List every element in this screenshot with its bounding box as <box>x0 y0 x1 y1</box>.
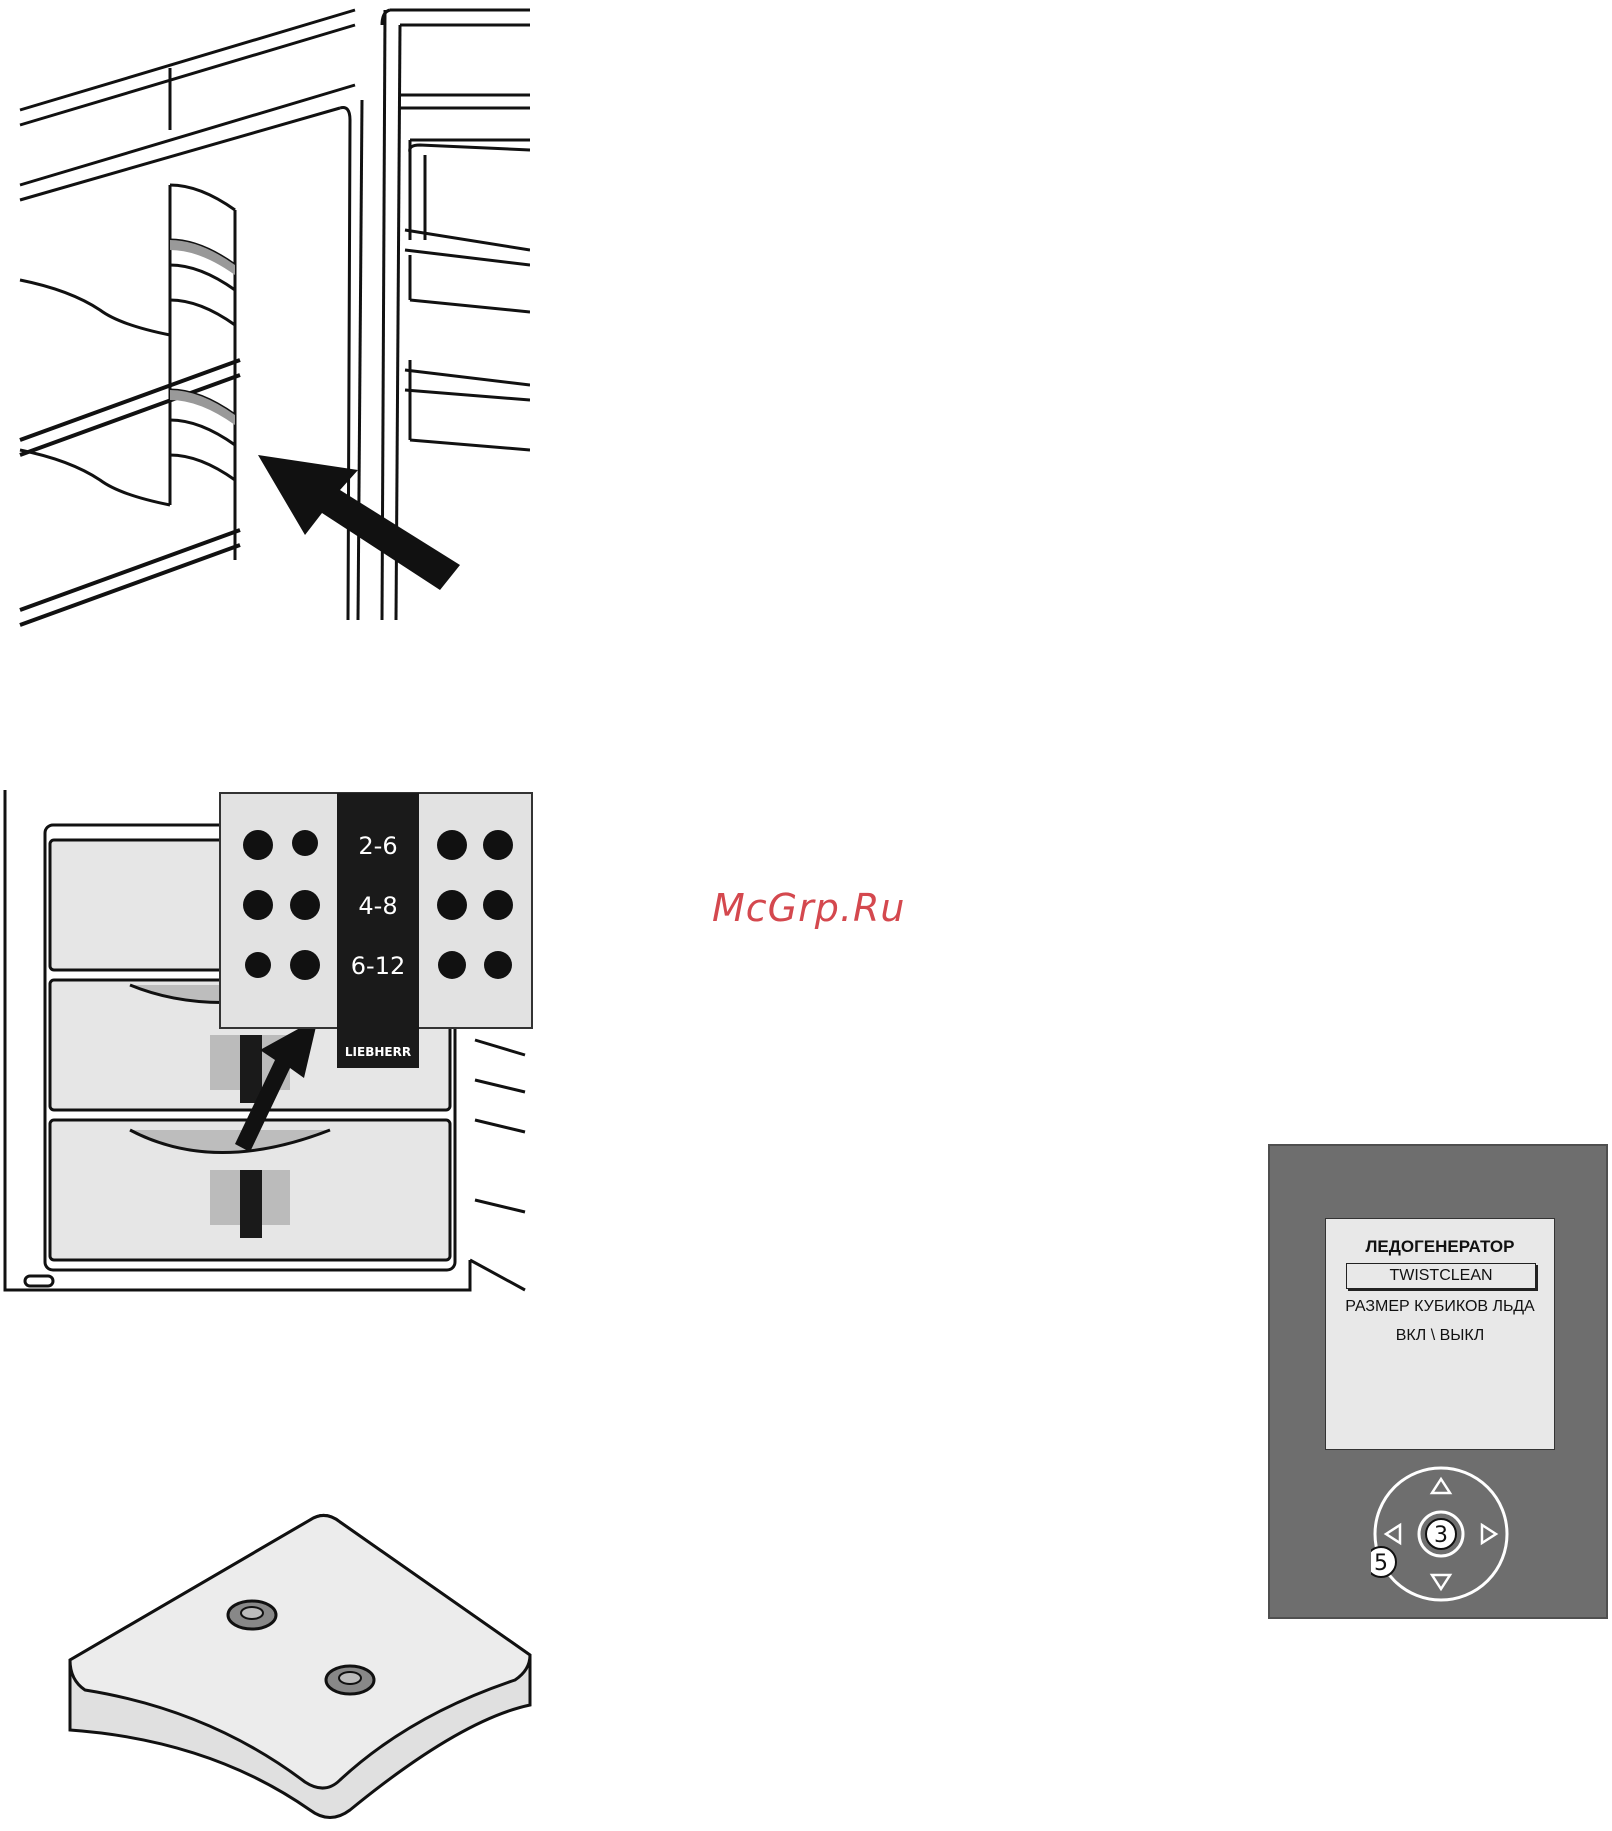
callout-5-marker: 5 <box>1371 1547 1396 1577</box>
range-label: 2-6 <box>358 832 397 860</box>
range-label: 4-8 <box>358 892 397 920</box>
shelf-rail-illustration <box>10 0 530 630</box>
brand-logo: LIEBHERR <box>345 1045 411 1059</box>
up-arrow-icon[interactable] <box>1432 1479 1450 1493</box>
display-screen: ЛЕДОГЕНЕРАТОР TWISTCLEAN РАЗМЕР КУБИКОВ … <box>1325 1218 1555 1450</box>
freezer-drawers-illustration: 2-6 4-8 6-12 LIEBHERR <box>0 780 540 1300</box>
left-arrow-icon[interactable] <box>1386 1525 1400 1543</box>
menu-item[interactable]: РАЗМЕР КУБИКОВ ЛЬДА <box>1326 1298 1554 1316</box>
navigation-dial[interactable]: 3 5 <box>1371 1464 1511 1604</box>
drawer-label-inset: 2-6 4-8 6-12 LIEBHERR <box>220 793 532 1068</box>
range-label: 6-12 <box>351 952 405 980</box>
right-arrow-icon[interactable] <box>1482 1525 1496 1543</box>
ok-button[interactable]: 3 <box>1419 1512 1463 1556</box>
menu-item[interactable]: ВКЛ \ ВЫКЛ <box>1326 1327 1554 1345</box>
control-panel: ЛЕДОГЕНЕРАТОР TWISTCLEAN РАЗМЕР КУБИКОВ … <box>1268 1144 1608 1619</box>
callout-5: 5 <box>1374 1551 1388 1576</box>
watermark: McGrp.Ru <box>712 886 905 930</box>
callout-3: 3 <box>1434 1523 1448 1548</box>
screen-title: ЛЕДОГЕНЕРАТОР <box>1326 1237 1554 1257</box>
rubber-pad-illustration <box>60 1510 540 1830</box>
down-arrow-icon[interactable] <box>1432 1575 1450 1589</box>
menu-item-selected[interactable]: TWISTCLEAN <box>1346 1263 1536 1289</box>
